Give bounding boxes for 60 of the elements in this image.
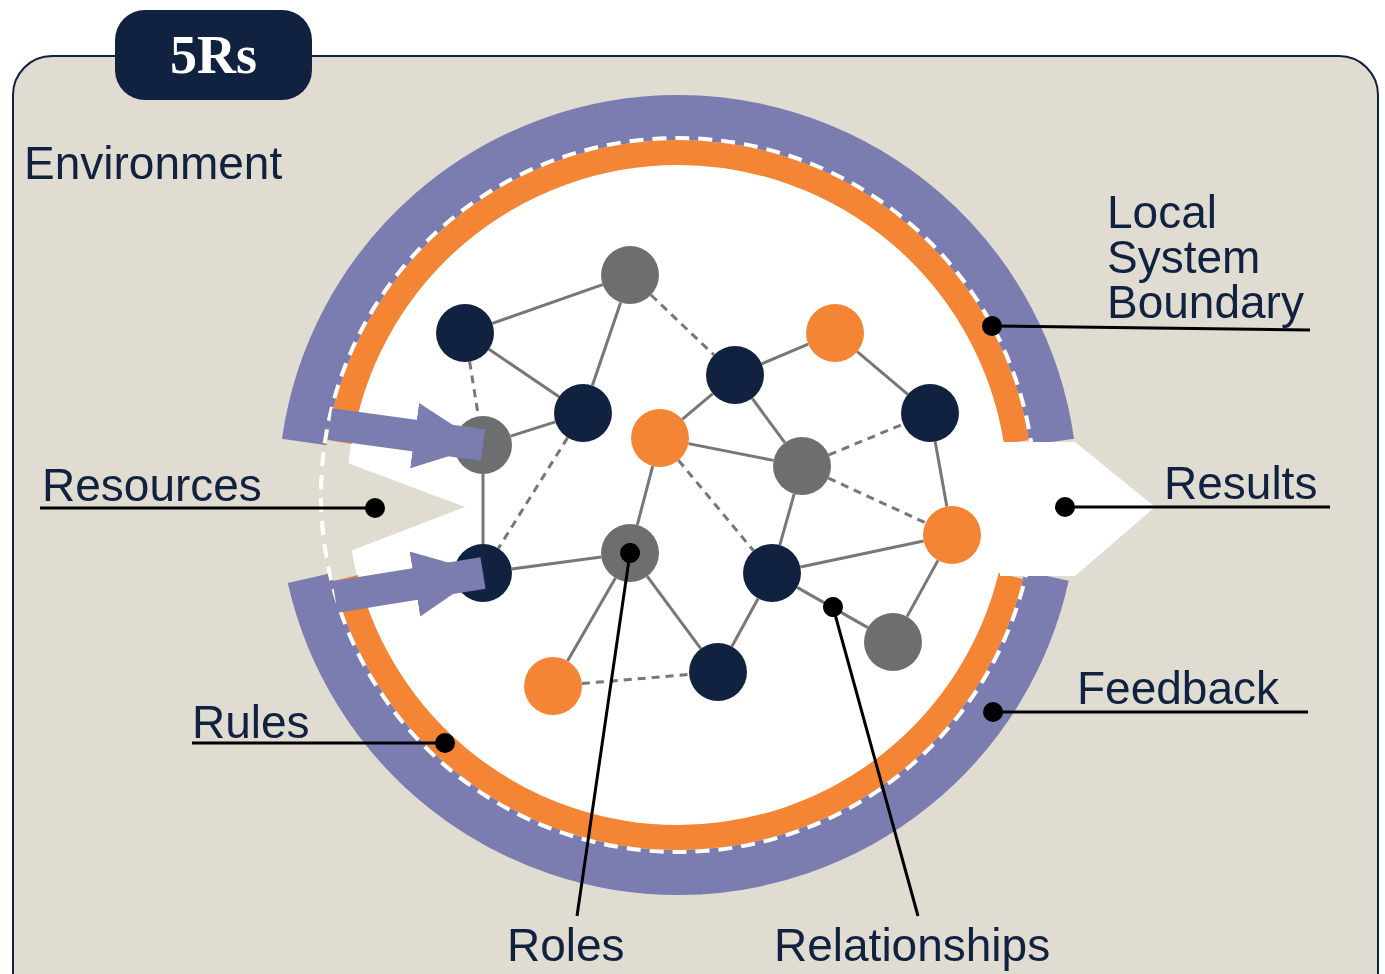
dashed-link bbox=[677, 459, 755, 552]
dashed-link bbox=[828, 422, 904, 457]
inlet-notch bbox=[345, 462, 465, 553]
network-link bbox=[778, 493, 796, 546]
network-link bbox=[511, 555, 602, 571]
network-node bbox=[689, 643, 747, 701]
network-node bbox=[631, 409, 689, 467]
network-link bbox=[566, 577, 617, 662]
network-link bbox=[510, 420, 556, 438]
leader-line bbox=[982, 316, 1310, 336]
outlet-arrow bbox=[1000, 442, 1155, 576]
leader-line bbox=[192, 733, 455, 753]
leader-line bbox=[823, 597, 920, 917]
callout-label: Feedback bbox=[1077, 665, 1279, 711]
network-link bbox=[590, 301, 623, 387]
callout-label: Resources bbox=[42, 462, 262, 508]
network-link bbox=[856, 350, 909, 396]
leader-line bbox=[983, 702, 1308, 722]
dashed-link bbox=[827, 476, 927, 525]
callout-label: Rules bbox=[192, 699, 310, 745]
network-node bbox=[601, 524, 659, 582]
leader-line bbox=[1055, 497, 1330, 517]
network-link bbox=[688, 442, 774, 462]
network-node bbox=[554, 384, 612, 442]
title-tab: 5Rs bbox=[115, 10, 312, 100]
network-link bbox=[481, 474, 485, 544]
network-node bbox=[524, 657, 582, 715]
network-link bbox=[761, 342, 809, 366]
leader-line bbox=[40, 498, 385, 518]
network-link bbox=[681, 392, 714, 421]
network-node bbox=[706, 346, 764, 404]
network-node bbox=[923, 506, 981, 564]
network-node bbox=[806, 304, 864, 362]
network-link bbox=[635, 465, 655, 526]
network-link bbox=[933, 441, 949, 507]
region-label: Environment bbox=[24, 140, 283, 186]
network-node bbox=[864, 613, 922, 671]
network-node bbox=[743, 544, 801, 602]
network-link bbox=[646, 575, 702, 650]
network-node bbox=[454, 416, 512, 474]
network-node bbox=[436, 304, 494, 362]
network-link bbox=[730, 597, 760, 648]
dashed-link bbox=[581, 672, 690, 686]
dashed-link bbox=[497, 436, 569, 550]
network-link bbox=[800, 539, 924, 569]
network-link bbox=[796, 586, 869, 629]
network-link bbox=[491, 283, 604, 325]
network-link bbox=[751, 397, 786, 444]
leader-line bbox=[575, 543, 640, 917]
network-node bbox=[601, 246, 659, 304]
block-arrow bbox=[327, 402, 486, 469]
network-node bbox=[454, 544, 512, 602]
network-link bbox=[905, 559, 940, 618]
dashed-link bbox=[649, 293, 716, 357]
network-node bbox=[901, 384, 959, 442]
block-arrow bbox=[332, 551, 486, 617]
network-link bbox=[488, 348, 560, 398]
callout-label: Roles bbox=[507, 922, 625, 968]
network-node bbox=[773, 437, 831, 495]
callout-label: Results bbox=[1164, 460, 1318, 506]
